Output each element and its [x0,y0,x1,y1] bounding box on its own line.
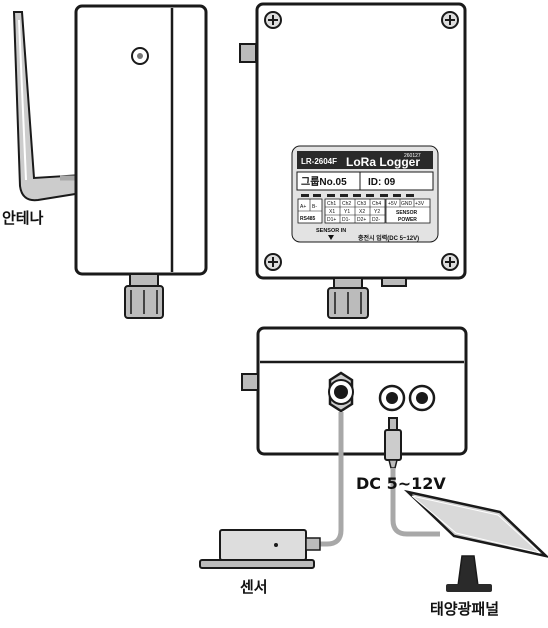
brand-name: LoRa Logger [346,155,420,169]
serial-number: 260127 [404,153,421,159]
front-cable-gland [327,277,369,319]
charge-input-label: 충전시 입력(DC 5~12V) [358,234,419,242]
group-number: 그룹No.05 [301,176,347,188]
arrow-down-icon [328,235,334,240]
channel-label: Ch3 [357,201,366,207]
screw-icon [264,253,282,271]
channel-digital-label: D2- [372,217,380,223]
channel-axis-label: X1 [329,209,335,215]
front-dc-jack [381,277,407,287]
terminal-table: A+ B- RS485 Ch1 Ch2 Ch3 Ch4 X1 Y1 X2 Y2 … [297,194,431,224]
channel-digital-label: D1+ [327,217,336,223]
sensor-cable [318,412,344,547]
antenna-caption: 안테나 [2,209,44,227]
dc-plug [384,417,402,469]
sensor-power-label: SENSOR [396,210,418,216]
bottom-view-enclosure [241,326,468,456]
device-id: ID: 09 [368,177,396,188]
rs485-a-plus: A+ [300,204,306,210]
sensor-in-label: SENSOR IN [316,228,346,234]
channel-axis-label: Y2 [374,209,380,215]
sensor-caption: 센서 [240,578,268,596]
dc-jack [378,384,436,412]
dc-input-caption: DC 5~12V [356,474,446,493]
rs485-name: RS485 [300,216,316,222]
side-cable-gland [124,273,164,319]
power-pin-label: +5V [388,201,398,207]
channel-axis-label: X2 [359,209,365,215]
power-pin-label: +3V [415,201,425,207]
channel-label: Ch1 [327,201,336,207]
sensor-gland [328,371,354,413]
solar-panel [403,489,548,592]
channel-label: Ch2 [342,201,351,207]
channel-label: Ch4 [372,201,381,207]
screw-icon [264,11,282,29]
solar-cable [390,468,440,537]
channel-axis-label: Y1 [344,209,350,215]
device-label: LR-2604F 260127 LoRa Logger 그룹No.05 ID: … [291,145,439,243]
screw-icon [441,11,459,29]
side-view-enclosure [74,4,208,319]
model-number: LR-2604F [301,157,337,166]
channel-digital-label: D1- [342,217,350,223]
rs485-b-minus: B- [312,204,317,210]
channel-digital-label: D2+ [357,217,366,223]
power-pin-label: GND [401,201,413,207]
screw-icon [441,253,459,271]
sensor-power-label: POWER [398,217,417,223]
solar-panel-caption: 태양광패널 [430,600,500,618]
sensor [199,529,321,569]
